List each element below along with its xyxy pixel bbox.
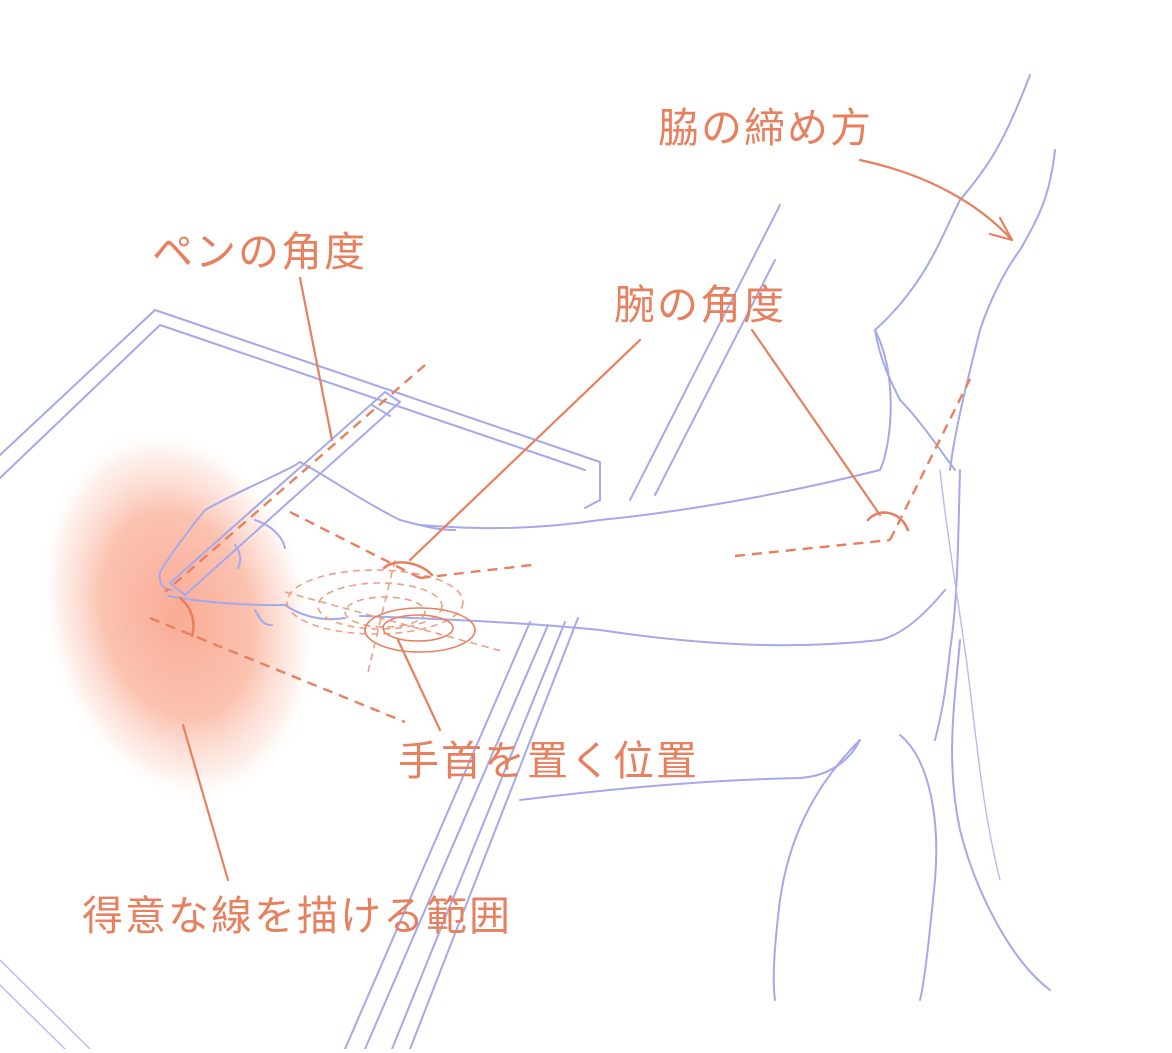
label-drawing-range: 得意な線を描ける範囲 [82, 892, 512, 940]
pen-angle-leader [298, 276, 334, 442]
arm-angle-leader-2 [750, 328, 882, 517]
label-arm-angle: 腕の角度 [614, 281, 786, 329]
hand-and-pen [158, 391, 456, 627]
label-armpit: 脇の締め方 [658, 104, 873, 152]
wrist-target [284, 559, 506, 673]
leader-lines [181, 158, 1014, 882]
tablet [0, 204, 781, 1050]
arm-and-body [359, 74, 1056, 1001]
drawing-range-highlight [39, 427, 317, 803]
wrist-leader [396, 638, 442, 732]
range-leader [181, 723, 230, 882]
armpit-arrow [858, 158, 1014, 242]
angle-guides [149, 364, 974, 724]
label-pen-angle: ペンの角度 [152, 228, 367, 276]
label-wrist-position: 手首を置く位置 [398, 737, 699, 785]
arm-angle-leader-1 [408, 338, 642, 562]
